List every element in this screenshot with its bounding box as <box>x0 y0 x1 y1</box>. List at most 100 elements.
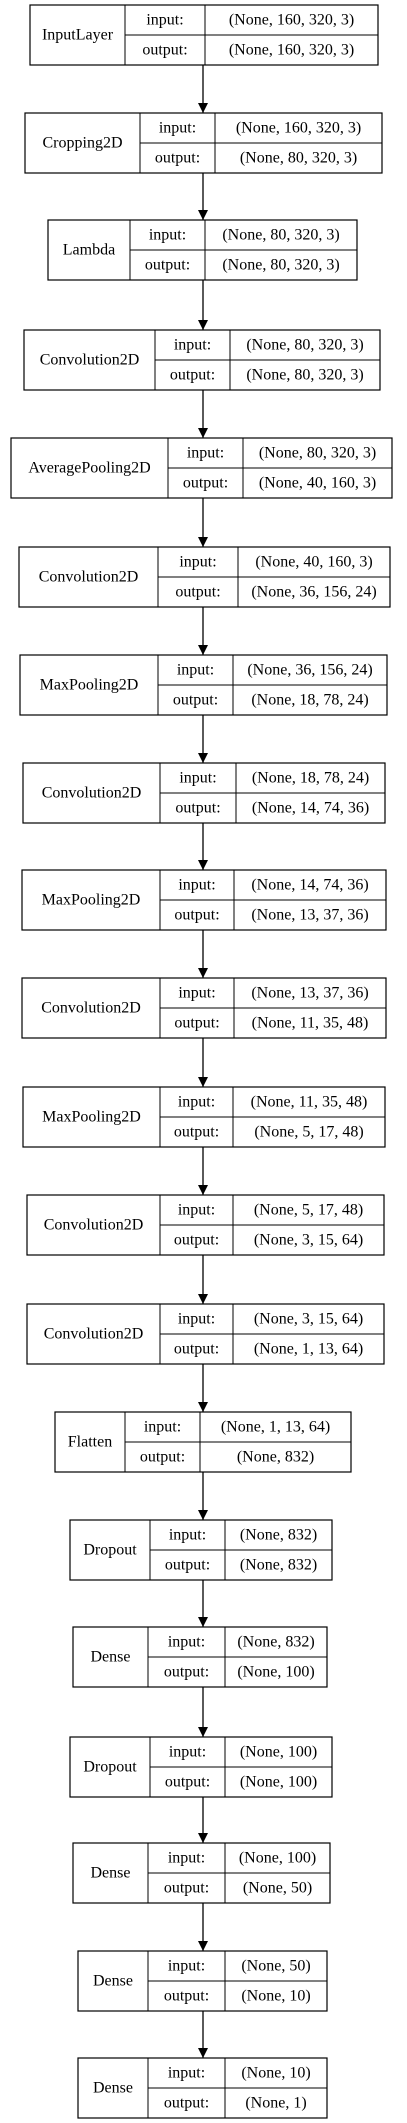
input-shape: (None, 832) <box>237 1634 314 1651</box>
output-label: output: <box>174 1015 219 1032</box>
output-label: output: <box>164 2095 209 2112</box>
output-label: output: <box>174 1124 219 1141</box>
input-label: input: <box>149 227 186 244</box>
input-shape: (None, 1, 13, 64) <box>221 1419 330 1436</box>
input-label: input: <box>146 12 183 29</box>
input-shape: (None, 5, 17, 48) <box>254 1202 363 1219</box>
output-label: output: <box>165 1774 210 1791</box>
layer-name: AveragePooling2D <box>28 460 150 477</box>
output-label: output: <box>175 800 220 817</box>
input-label: input: <box>179 554 216 571</box>
output-label: output: <box>173 692 218 709</box>
layer-name: Convolution2D <box>44 1326 144 1343</box>
input-shape: (None, 40, 160, 3) <box>255 554 372 571</box>
input-shape: (None, 100) <box>240 1744 317 1761</box>
output-shape: (None, 5, 17, 48) <box>254 1124 363 1141</box>
input-label: input: <box>187 445 224 462</box>
layer-name: Dropout <box>83 1542 137 1559</box>
input-shape: (None, 80, 320, 3) <box>259 445 376 462</box>
layer-name: Dense <box>93 1973 133 1990</box>
output-shape: (None, 160, 320, 3) <box>229 42 354 59</box>
input-label: input: <box>168 1850 205 1867</box>
input-label: input: <box>169 1527 206 1544</box>
output-shape: (None, 832) <box>240 1557 317 1574</box>
output-shape: (None, 10) <box>241 1988 310 2005</box>
output-label: output: <box>174 1341 219 1358</box>
input-shape: (None, 80, 320, 3) <box>246 337 363 354</box>
input-shape: (None, 160, 320, 3) <box>236 120 361 137</box>
layer-node: Convolution2D input: output: (None, 13, 37,… <box>21 977 387 1039</box>
layer-name: MaxPooling2D <box>42 1109 141 1126</box>
input-label: input: <box>168 1634 205 1651</box>
input-shape: (None, 13, 37, 36) <box>251 985 368 1002</box>
output-shape: (None, 18, 78, 24) <box>251 692 368 709</box>
output-label: output: <box>175 584 220 601</box>
layer-name: Dense <box>91 1649 131 1666</box>
layer-node: Dropout input: output: (None, 832) (None, 83… <box>69 1519 333 1581</box>
input-shape: (None, 80, 320, 3) <box>222 227 339 244</box>
output-label: output: <box>183 475 228 492</box>
output-shape: (None, 3, 15, 64) <box>254 1232 363 1249</box>
output-label: output: <box>174 1232 219 1249</box>
layer-name: Convolution2D <box>39 569 139 586</box>
input-shape: (None, 36, 156, 24) <box>247 662 372 679</box>
input-label: input: <box>178 877 215 894</box>
output-shape: (None, 80, 320, 3) <box>240 150 357 167</box>
output-shape: (None, 832) <box>237 1449 314 1466</box>
layer-node: Convolution2D input: output: (None, 3, 15, … <box>26 1303 385 1365</box>
layer-name: MaxPooling2D <box>40 677 139 694</box>
output-shape: (None, 100) <box>237 1664 314 1681</box>
input-label: input: <box>177 662 214 679</box>
output-label: output: <box>165 1557 210 1574</box>
output-shape: (None, 50) <box>243 1880 312 1897</box>
output-label: output: <box>140 1449 185 1466</box>
input-shape: (None, 18, 78, 24) <box>252 770 369 787</box>
layer-name: Dropout <box>83 1759 137 1776</box>
layer-name: Flatten <box>68 1434 112 1451</box>
input-shape: (None, 3, 15, 64) <box>254 1311 363 1328</box>
layer-node: MaxPooling2D input: output: (None, 36, 156,… <box>19 654 388 716</box>
input-shape: (None, 832) <box>240 1527 317 1544</box>
input-label: input: <box>178 1202 215 1219</box>
input-label: input: <box>178 985 215 1002</box>
input-shape: (None, 10) <box>241 2065 310 2082</box>
input-label: input: <box>168 1958 205 1975</box>
output-shape: (None, 80, 320, 3) <box>246 367 363 384</box>
layer-name: Lambda <box>63 242 115 259</box>
input-shape: (None, 50) <box>241 1958 310 1975</box>
layer-node: Convolution2D input: output: (None, 40, 160… <box>18 546 391 608</box>
input-label: input: <box>144 1419 181 1436</box>
input-label: input: <box>159 120 196 137</box>
input-label: input: <box>168 2065 205 2082</box>
output-label: output: <box>142 42 187 59</box>
layer-node: MaxPooling2D input: output: (None, 14, 74, … <box>21 869 387 931</box>
input-label: input: <box>178 1311 215 1328</box>
output-shape: (None, 13, 37, 36) <box>251 907 368 924</box>
output-label: output: <box>174 907 219 924</box>
output-shape: (None, 11, 35, 48) <box>252 1015 369 1032</box>
input-label: input: <box>169 1744 206 1761</box>
output-label: output: <box>170 367 215 384</box>
input-label: input: <box>178 1094 215 1111</box>
output-shape: (None, 14, 74, 36) <box>252 800 369 817</box>
layer-name: Convolution2D <box>41 1000 141 1017</box>
output-shape: (None, 100) <box>240 1774 317 1791</box>
output-shape: (None, 36, 156, 24) <box>251 584 376 601</box>
layer-name: Convolution2D <box>42 785 142 802</box>
input-shape: (None, 11, 35, 48) <box>251 1094 368 1111</box>
output-label: output: <box>155 150 200 167</box>
layer-name: Dense <box>91 1865 131 1882</box>
input-shape: (None, 14, 74, 36) <box>251 877 368 894</box>
layer-name: MaxPooling2D <box>42 892 141 909</box>
output-shape: (None, 1, 13, 64) <box>254 1341 363 1358</box>
input-label: input: <box>174 337 211 354</box>
